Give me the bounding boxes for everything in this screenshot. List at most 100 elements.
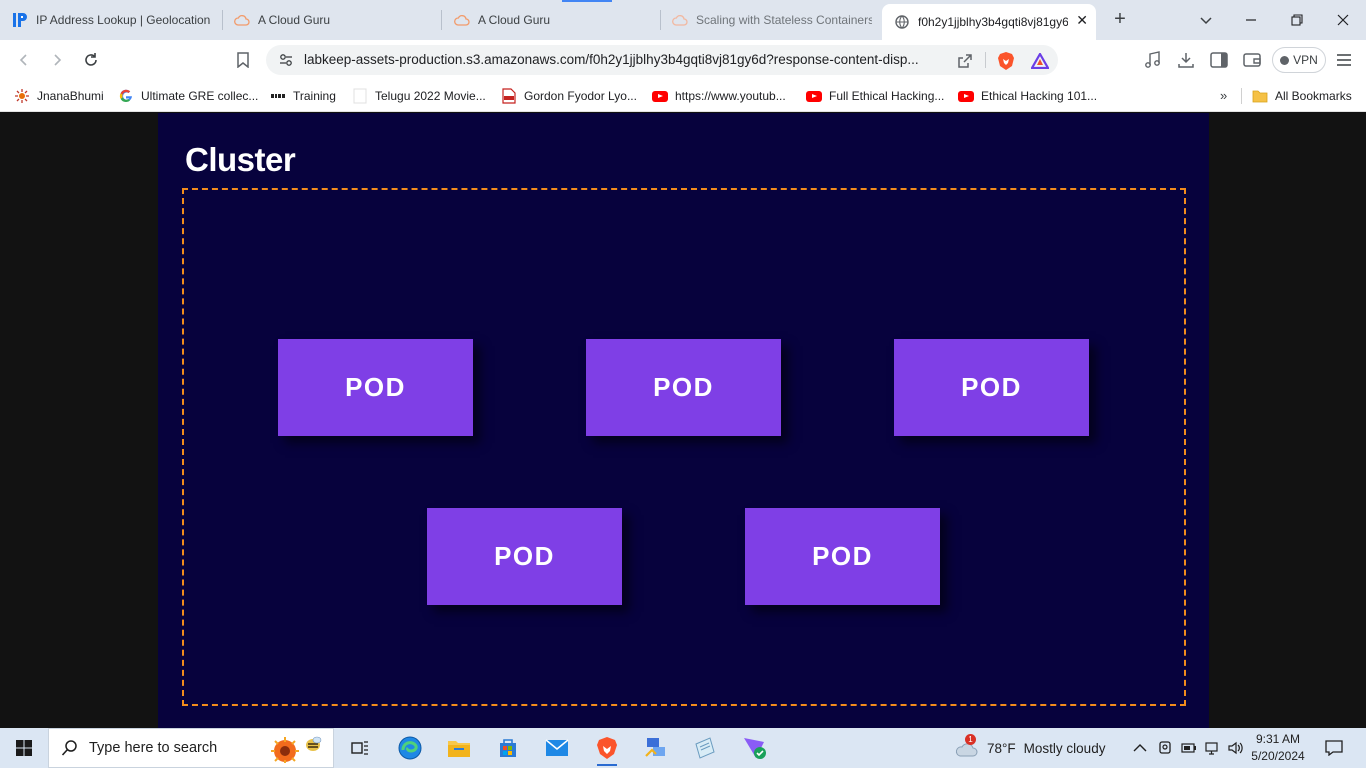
download-icon[interactable]	[1175, 49, 1197, 71]
menu-icon[interactable]	[1333, 49, 1355, 71]
tab-ip-lookup[interactable]: IP Address Lookup | Geolocation	[0, 4, 222, 36]
bookmark-label: All Bookmarks	[1275, 89, 1352, 103]
notifications-icon[interactable]	[1325, 739, 1343, 757]
training-icon	[270, 88, 286, 104]
wallet-icon[interactable]	[1241, 49, 1263, 71]
close-tab-icon[interactable]: ✕	[1076, 12, 1088, 28]
share-icon[interactable]	[954, 50, 976, 72]
cluster-title: Cluster	[185, 141, 296, 178]
vpn-taskbar-icon[interactable]	[739, 732, 771, 764]
new-tab-button[interactable]: +	[1114, 8, 1126, 30]
browser-toolbar: labkeep-assets-production.s3.amazonaws.c…	[0, 40, 1366, 80]
all-bookmarks-button[interactable]: All Bookmarks	[1252, 87, 1352, 105]
pod-box: POD	[586, 339, 781, 436]
tab-separator	[660, 10, 661, 30]
bookmark-gre[interactable]: Ultimate GRE collec...	[118, 87, 258, 105]
more-bookmarks-button[interactable]: »	[1220, 88, 1228, 103]
search-highlight-icon	[267, 735, 329, 768]
bookmark-label: Telugu 2022 Movie...	[375, 89, 486, 103]
cloud-icon	[454, 12, 470, 28]
volume-icon[interactable]	[1228, 739, 1244, 757]
tab-label: f0h2y1jjblhy3b4gqti8vj81gy6	[918, 15, 1068, 29]
pod-label: POD	[812, 541, 873, 571]
task-view-icon[interactable]	[344, 732, 376, 764]
network-app-icon[interactable]	[640, 732, 672, 764]
tab-label: A Cloud Guru	[258, 13, 331, 27]
brave-shields-icon[interactable]	[995, 50, 1017, 72]
bookmark-label: Full Ethical Hacking...	[829, 89, 945, 103]
pod-label: POD	[345, 372, 406, 402]
tab-active-asset[interactable]: f0h2y1jjblhy3b4gqti8vj81gy6 ✕	[882, 4, 1096, 40]
pod-box: POD	[894, 339, 1089, 436]
search-placeholder: Type here to search	[89, 740, 218, 756]
bookmark-training[interactable]: Training	[270, 87, 336, 105]
bookmark-label: Ethical Hacking 101...	[981, 89, 1098, 103]
tab-a-cloud-guru-1[interactable]: A Cloud Guru	[222, 4, 442, 36]
tab-label: Scaling with Stateless Containers	[696, 13, 872, 27]
start-button[interactable]	[8, 732, 40, 764]
close-window-button[interactable]	[1329, 6, 1357, 34]
vpn-label: VPN	[1293, 53, 1318, 67]
tab-strip: IP Address Lookup | Geolocation A Cloud …	[0, 0, 1366, 40]
pod-box: POD	[278, 339, 473, 436]
bookmark-gordon[interactable]: Gordon Fyodor Lyo...	[501, 87, 637, 105]
cluster-diagram: Cluster POD POD POD POD POD	[158, 113, 1209, 728]
mail-icon[interactable]	[541, 732, 573, 764]
vpn-button[interactable]: VPN	[1272, 47, 1326, 73]
tab-separator	[441, 10, 442, 30]
music-icon[interactable]	[1142, 49, 1164, 71]
vpn-status-icon	[1280, 55, 1290, 65]
youtube-icon	[958, 88, 974, 104]
weather-alert-badge: 1	[965, 734, 976, 745]
bookmark-label: JnanaBhumi	[37, 89, 104, 103]
network-icon[interactable]	[1205, 739, 1221, 757]
system-clock[interactable]: 9:31 AM 5/20/2024	[1248, 731, 1308, 765]
tab-label: A Cloud Guru	[478, 13, 551, 27]
restore-button[interactable]	[1283, 6, 1311, 34]
site-info-icon[interactable]	[278, 52, 294, 68]
tab-a-cloud-guru-2[interactable]: A Cloud Guru	[442, 4, 660, 36]
tab-scaling-stateless[interactable]: Scaling with Stateless Containers	[660, 4, 872, 36]
bookmark-jnanabhumi[interactable]: JnanaBhumi	[14, 87, 104, 105]
back-button[interactable]	[12, 48, 36, 72]
brave-rewards-icon[interactable]	[1029, 50, 1051, 72]
ip-logo-icon	[12, 12, 28, 28]
page-viewport: Cluster POD POD POD POD POD	[0, 113, 1366, 728]
address-bar[interactable]: labkeep-assets-production.s3.amazonaws.c…	[266, 45, 1058, 75]
notepad-icon[interactable]	[689, 732, 721, 764]
bookmarks-divider	[1241, 88, 1242, 104]
weather-description: Mostly cloudy	[1023, 740, 1106, 756]
bookmark-youtube-1[interactable]: https://www.youtub...	[652, 87, 786, 105]
taskbar-search[interactable]: Type here to search	[48, 728, 334, 768]
bookmark-youtube-3[interactable]: Ethical Hacking 101...	[958, 87, 1097, 105]
battery-icon[interactable]	[1181, 739, 1197, 757]
weather-widget[interactable]: 1 78°F Mostly cloudy	[955, 734, 1106, 758]
jnanabhumi-icon	[14, 88, 30, 104]
pod-label: POD	[494, 541, 555, 571]
bookmark-youtube-2[interactable]: Full Ethical Hacking...	[806, 87, 944, 105]
sidebar-icon[interactable]	[1208, 49, 1230, 71]
bookmark-label: Ultimate GRE collec...	[141, 89, 259, 103]
brave-taskbar-icon[interactable]	[591, 732, 623, 766]
minimize-button[interactable]	[1237, 6, 1265, 34]
search-icon	[61, 739, 79, 757]
tab-search-chevron-icon[interactable]	[1196, 10, 1216, 30]
youtube-icon	[806, 88, 822, 104]
meet-now-icon[interactable]	[1157, 739, 1173, 757]
pod-box: POD	[745, 508, 940, 605]
globe-icon	[894, 14, 910, 30]
file-explorer-icon[interactable]	[443, 732, 475, 764]
bookmark-label: Gordon Fyodor Lyo...	[524, 89, 637, 103]
cloudy-weather-icon: 1	[955, 734, 979, 758]
reload-button[interactable]	[79, 48, 103, 72]
microsoft-store-icon[interactable]	[492, 732, 524, 764]
edge-icon[interactable]	[394, 732, 426, 764]
google-icon	[118, 88, 134, 104]
clock-time: 9:31 AM	[1255, 732, 1301, 746]
chevron-up-icon[interactable]	[1132, 739, 1148, 757]
bookmark-icon[interactable]	[231, 48, 255, 72]
folder-icon	[1252, 88, 1268, 104]
tab-label: IP Address Lookup | Geolocation	[36, 13, 211, 27]
bookmark-telugu[interactable]: Telugu 2022 Movie...	[352, 87, 486, 105]
forward-button[interactable]	[45, 48, 69, 72]
